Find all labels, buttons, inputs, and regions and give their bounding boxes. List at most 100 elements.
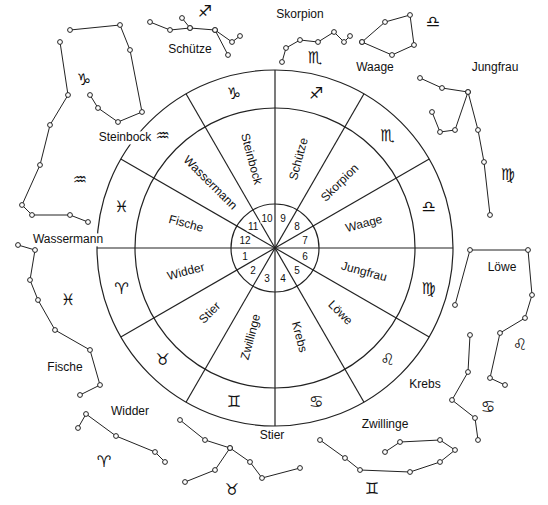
star-dot [468,333,473,338]
constellation-symbol: ♈ [95,453,113,471]
constellation-symbol: ♉ [223,481,241,499]
house-number: 10 [260,213,273,224]
star-dot [213,28,218,33]
star-dot [383,20,388,25]
sign-name: Skorpion [319,162,362,205]
star-dot [30,213,35,218]
star-dot [530,293,535,298]
wheel-symbol: ♉ [155,352,169,370]
constellation-symbol: ♐ [196,3,214,21]
constellation-name: Fische [45,361,84,374]
constellation-figures [18,15,532,482]
constellation-stars [16,13,535,485]
star-dot [342,40,347,45]
wheel-symbol: ♎ [421,198,435,216]
constellation-line [22,42,88,222]
star-dot [408,470,413,475]
star-dot [66,93,71,98]
star-dot [482,160,487,165]
house-number: 12 [238,234,251,245]
star-dot [466,90,471,95]
star-dot [316,40,321,45]
star-dot [88,348,93,353]
constellation-name: Skorpion [274,8,325,21]
star-dot [418,76,423,81]
house-number: 4 [279,272,287,283]
constellation-symbol: ♎ [424,13,442,31]
star-dot [358,468,363,473]
star-dot [238,34,243,39]
star-dot [453,128,458,133]
star-dot [360,40,365,45]
constellation-line [455,250,532,385]
star-dot [53,328,58,333]
constellation-line [215,30,228,55]
star-dot [16,243,21,248]
star-dot [84,412,89,417]
star-dot [523,316,528,321]
star-dot [68,213,73,218]
constellation-line [18,245,100,395]
star-dot [488,376,493,381]
sign-name: Waage [344,213,384,235]
star-dot [438,130,443,135]
star-dot [503,383,508,388]
house-number: 5 [293,264,301,275]
star-dot [128,48,133,53]
constellation-name: Widder [109,405,151,418]
house-number: 1 [241,251,249,262]
star-dot [438,460,443,465]
house-number: 6 [301,251,309,262]
star-dot [248,460,253,465]
wheel-symbol: ♐ [309,86,323,104]
star-dot [148,20,153,25]
house-number: 8 [293,221,301,232]
star-dot [348,34,353,39]
star-dot [178,418,183,423]
star-dot [318,438,323,443]
constellation-line [432,92,468,132]
constellation-name: Krebs [407,378,442,391]
star-dot [390,53,395,58]
star-dot [473,416,478,421]
star-dot [96,106,101,111]
star-dot [140,110,145,115]
star-dot [284,46,289,51]
house-number: 11 [247,221,259,232]
wheel-symbol: ♋ [309,393,323,411]
constellation-name: Schütze [166,43,213,56]
sign-name: Jungfrau [340,259,389,284]
constellation-line [78,414,165,462]
star-dot [476,128,481,133]
star-dot [118,23,123,28]
star-dot [36,298,41,303]
star-dot [408,13,413,18]
sign-name: Krebs [288,320,309,354]
star-dot [68,28,73,33]
star-dot [228,446,233,451]
star-dot [38,163,43,168]
star-dot [466,90,471,95]
constellation-symbol: ♋ [479,398,497,416]
star-dot [180,16,185,21]
constellation-symbol: ♑ [75,71,93,89]
star-dot [163,460,168,465]
star-dot [476,438,481,443]
constellation-symbol: ♍ [499,166,517,184]
star-dot [398,440,403,445]
star-dot [188,26,193,31]
sign-name: Löwe [325,298,355,328]
constellation-line [452,335,478,440]
constellation-name: Löwe [486,261,519,274]
star-dot [203,438,208,443]
constellation-line [180,420,300,478]
wheel-symbol: ♏ [380,127,394,145]
sign-name: Schütze [287,136,311,181]
zodiac-wheel [97,70,453,426]
house-number: 7 [301,234,309,245]
star-dot [213,468,218,473]
constellation-symbol: ♒ [71,171,89,189]
star-dot [466,370,471,375]
star-dot [230,40,235,45]
